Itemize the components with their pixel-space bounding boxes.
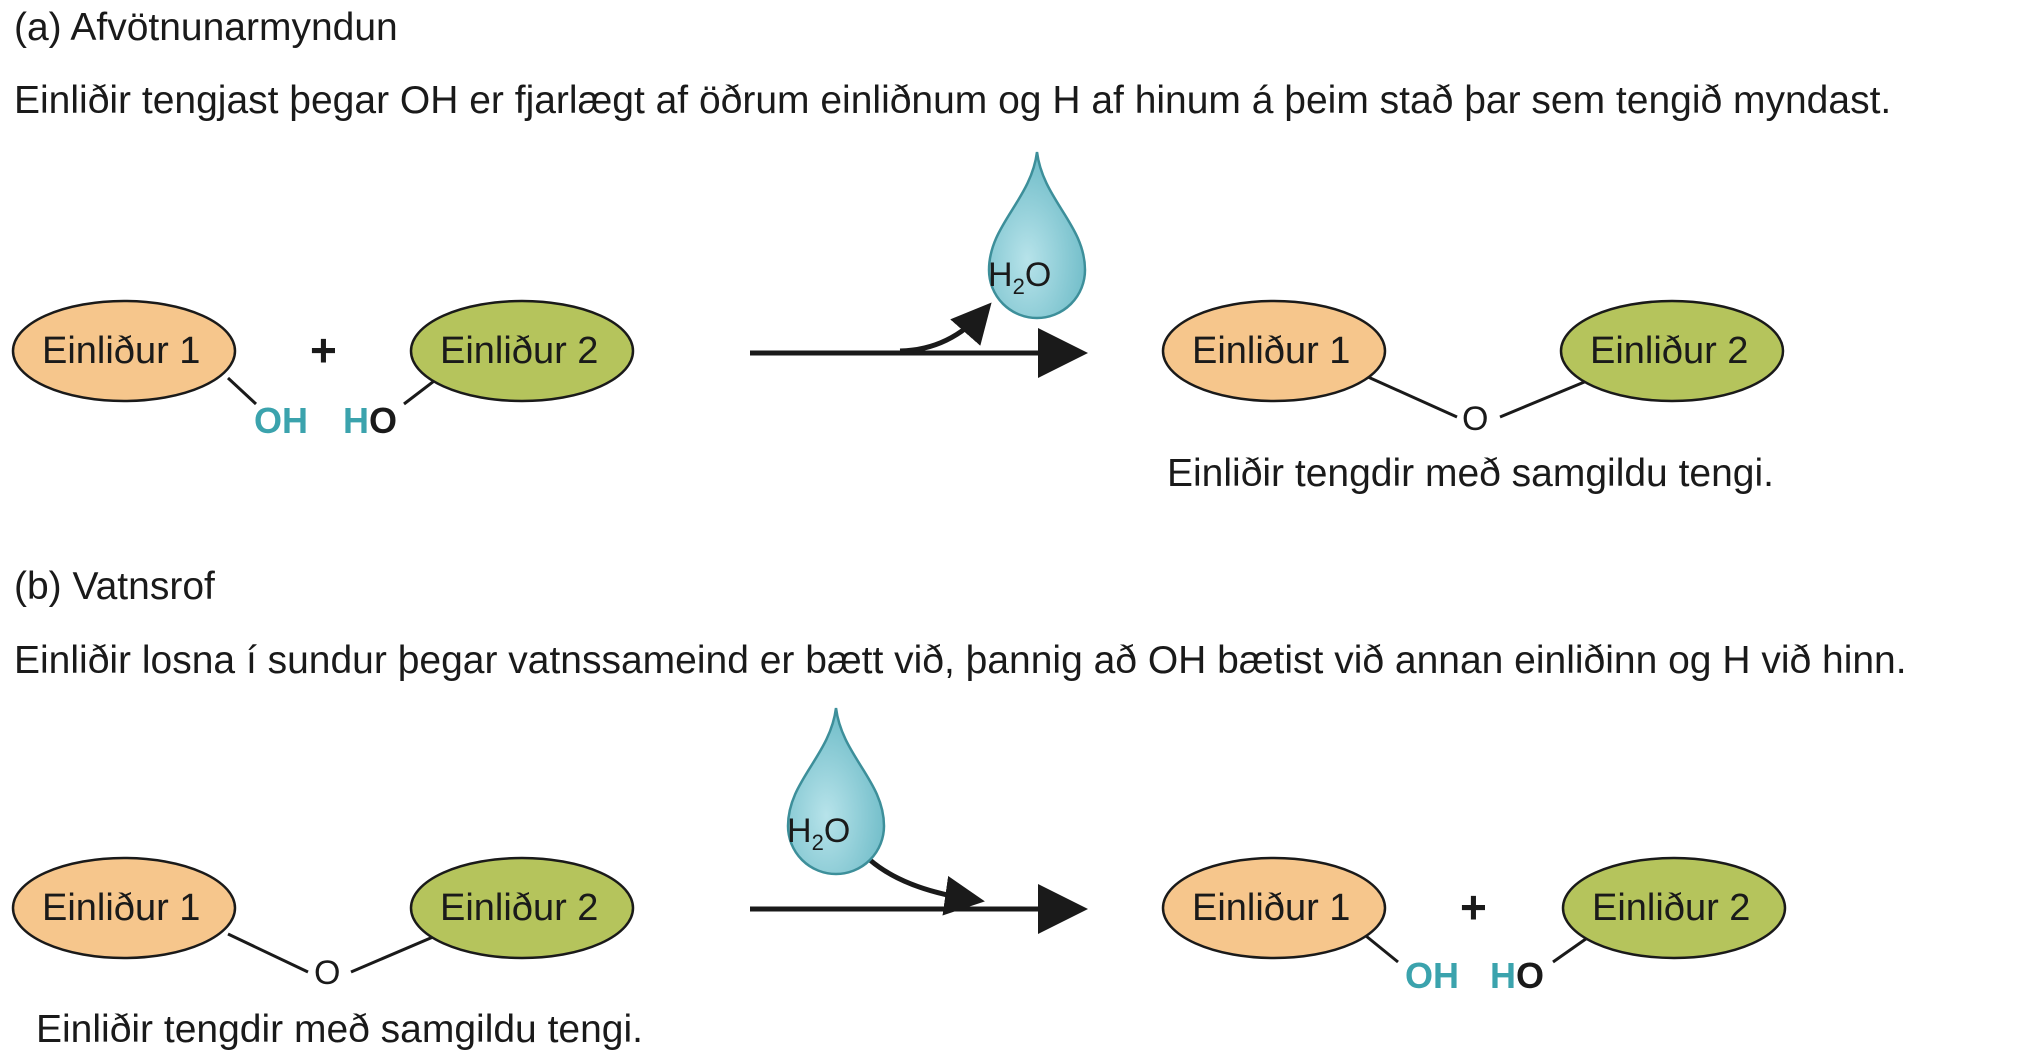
a-water-drop-icon (987, 151, 1087, 320)
a-product-bond-2 (1499, 376, 1595, 419)
b-product-monomer-1 (1161, 856, 1387, 960)
a-monomer-2 (409, 299, 635, 403)
a-monomer-1 (11, 299, 237, 403)
a-o-atom: O (369, 400, 398, 441)
a-water-formula: H2O (988, 256, 1052, 299)
b-product-bond-1 (1365, 934, 1399, 964)
a-water-release-arrow (899, 302, 992, 354)
a-oh-group: OH (254, 400, 308, 441)
a-caption: Einliðir tengdir með samgildu tengi. (1167, 452, 1774, 495)
b-bond-line-1 (227, 932, 309, 974)
a-h-atom: H (343, 400, 369, 441)
a-ho-group: HO (343, 400, 397, 442)
b-product-monomer-2-label: Einliður 2 (1592, 887, 1751, 929)
a-product-bond-1 (1367, 375, 1458, 419)
b-ho-group: HO (1490, 955, 1544, 997)
b-bond-line-2 (350, 932, 441, 974)
a-monomer-2-label: Einliður 2 (440, 330, 599, 372)
a-product-monomer-1-label: Einliður 1 (1192, 330, 1351, 372)
section-b-heading: (b) Vatnsrof (14, 565, 215, 608)
b-water-drop-icon (786, 707, 886, 876)
b-monomer-1 (11, 856, 237, 960)
a-bond-line-2 (403, 376, 439, 406)
b-o-atom: O (1516, 955, 1545, 996)
b-water-add-arrow (868, 858, 985, 916)
section-a-heading: (a) Afvötnunarmyndun (14, 6, 398, 49)
b-product-bond-2 (1552, 934, 1591, 964)
a-bond-oxygen: O (1462, 400, 1489, 438)
b-monomer-1-label: Einliður 1 (42, 887, 201, 929)
b-water-formula: H2O (787, 812, 851, 855)
a-product-monomer-2 (1559, 299, 1785, 403)
section-a-description: Einliðir tengjast þegar OH er fjarlægt a… (14, 79, 1892, 122)
b-plus-sign: + (1460, 881, 1487, 933)
a-monomer-1-label: Einliður 1 (42, 330, 201, 372)
b-h-atom: H (1490, 955, 1516, 996)
a-bond-line-1 (226, 376, 258, 406)
b-monomer-2 (409, 856, 635, 960)
b-caption: Einliðir tengdir með samgildu tengi. (36, 1008, 643, 1051)
a-product-monomer-1 (1161, 299, 1387, 403)
a-product-monomer-2-label: Einliður 2 (1590, 330, 1749, 372)
section-b-description: Einliðir losna í sundur þegar vatnssamei… (14, 639, 1907, 682)
b-monomer-2-label: Einliður 2 (440, 887, 599, 929)
b-product-monomer-2 (1561, 856, 1787, 960)
a-plus-sign: + (310, 324, 337, 376)
b-bond-oxygen: O (314, 954, 341, 992)
b-oh-group: OH (1405, 955, 1459, 996)
b-product-monomer-1-label: Einliður 1 (1192, 887, 1351, 929)
